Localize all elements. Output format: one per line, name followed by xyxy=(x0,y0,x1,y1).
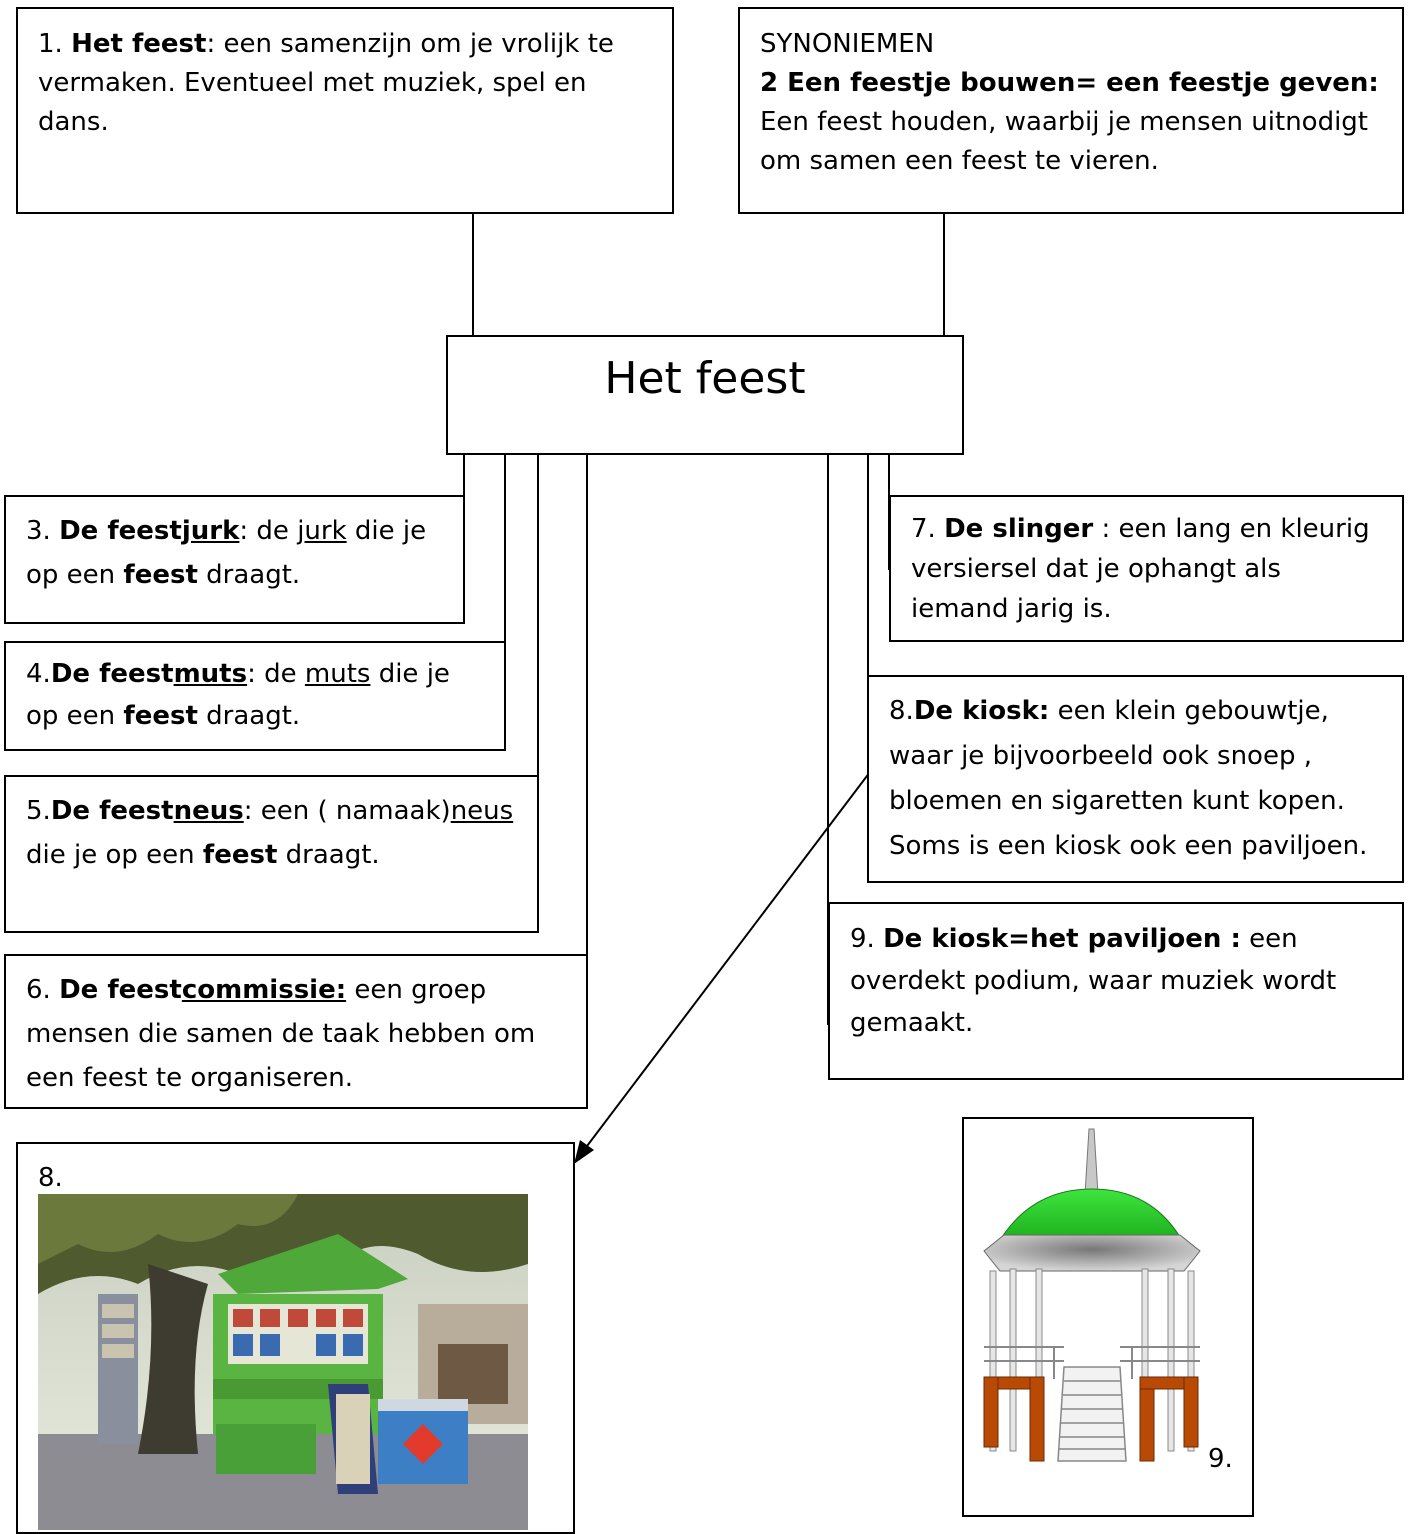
term-part: De feest xyxy=(59,516,182,546)
kiosk-photo xyxy=(38,1194,528,1530)
synonyms-heading: SYNONIEMEN xyxy=(760,29,935,59)
term: 2 Een feestje bouwen= een feestje geven: xyxy=(760,68,1379,98)
definition: neus xyxy=(450,796,514,826)
term: De kiosk=het paviljoen : xyxy=(883,924,1241,954)
definition-text-1: 1. Het feest: een samenzijn om je vrolij… xyxy=(38,25,652,142)
definition-text-5: 5.De feestneus: een ( namaak)neus die je… xyxy=(26,789,517,877)
definition: die je op een xyxy=(26,659,450,731)
definition: : de xyxy=(247,659,305,689)
synonyms-box-2: SYNONIEMEN 2 Een feestje bouwen= een fee… xyxy=(738,7,1404,214)
definition: : een lang en kleurig versiersel dat je … xyxy=(911,514,1370,624)
definition-text-2: 2 Een feestje bouwen= een feestje geven:… xyxy=(760,64,1382,181)
term: De feestmuts xyxy=(51,659,247,689)
definition: feest xyxy=(123,560,198,590)
definition: : de xyxy=(239,516,298,546)
box-number: 4. xyxy=(26,659,51,689)
term: De kiosk: xyxy=(913,696,1050,726)
definition: draagt. xyxy=(197,701,301,731)
definition-box-4: 4.De feestmuts: de muts die je op een fe… xyxy=(4,641,506,751)
center-topic-box: Het feest xyxy=(446,335,964,455)
definition: Een feest houden, waarbij je mensen uitn… xyxy=(760,107,1369,176)
definition: die je op een xyxy=(26,840,203,870)
definition: : een samenzijn om je vrolijk te vermake… xyxy=(38,29,614,137)
term: De feestjurk xyxy=(59,516,239,546)
definition-box-1: 1. Het feest: een samenzijn om je vrolij… xyxy=(16,7,674,214)
term-part: jurk xyxy=(181,516,240,546)
box-number: 9. xyxy=(850,924,884,954)
term-part: De feest xyxy=(50,796,174,826)
definition: een overdekt podium, waar muziek wordt g… xyxy=(850,924,1337,1038)
term-part: muts xyxy=(173,659,248,689)
definition-box-7: 7. De slinger : een lang en kleurig vers… xyxy=(889,495,1404,642)
term-part: commissie: xyxy=(181,975,347,1005)
definition-text-9: 9. De kiosk=het paviljoen : een overdekt… xyxy=(850,918,1382,1044)
box-number: 6. xyxy=(26,975,60,1005)
definition-box-9: 9. De kiosk=het paviljoen : een overdekt… xyxy=(828,902,1404,1080)
term: De feestneus xyxy=(51,796,244,826)
box-number: 1. xyxy=(38,29,63,59)
pavilion-illustration-box: 9. xyxy=(962,1117,1254,1517)
term: Het feest xyxy=(71,29,207,59)
term-part: De feest xyxy=(59,975,182,1005)
box-number: 7. xyxy=(911,514,945,544)
definition-box-5: 5.De feestneus: een ( namaak)neus die je… xyxy=(4,775,539,933)
box-number: 8. xyxy=(889,696,914,726)
definition: jurk xyxy=(297,516,347,546)
definition-text-4: 4.De feestmuts: de muts die je op een fe… xyxy=(26,653,484,737)
term-part: neus xyxy=(173,796,244,826)
definition-box-6: 6. De feestcommissie: een groep mensen d… xyxy=(4,954,588,1109)
definition: muts xyxy=(304,659,371,689)
definition: : een ( namaak) xyxy=(243,796,451,826)
definition: die je op een xyxy=(26,516,427,590)
pavilion-illustration xyxy=(983,1128,1201,1462)
definition-text-8: 8.De kiosk: een klein gebouwtje, waar je… xyxy=(889,689,1382,869)
definition-text-6: 6. De feestcommissie: een groep mensen d… xyxy=(26,968,566,1100)
definition: feest xyxy=(123,701,198,731)
term: De slinger xyxy=(944,514,1094,544)
term-part: De feest xyxy=(50,659,174,689)
term: De feestcommissie: xyxy=(59,975,346,1005)
pavilion-label: 9. xyxy=(1208,1444,1233,1474)
definition-text-3: 3. De feestjurk: de jurk die je op een f… xyxy=(26,509,443,597)
definition-box-8: 8.De kiosk: een klein gebouwtje, waar je… xyxy=(867,675,1404,883)
definition-box-3: 3. De feestjurk: de jurk die je op een f… xyxy=(4,495,465,624)
center-title: Het feest xyxy=(604,353,806,404)
box-number: 3. xyxy=(26,516,60,546)
definition: feest xyxy=(202,840,278,870)
kiosk-photo-box: 8. xyxy=(16,1142,575,1534)
box-number: 5. xyxy=(26,796,51,826)
definition-text-7: 7. De slinger : een lang en kleurig vers… xyxy=(911,509,1382,629)
definition: draagt. xyxy=(197,560,301,590)
definition: draagt. xyxy=(277,840,380,870)
definition: een groep mensen die samen de taak hebbe… xyxy=(26,975,536,1093)
definition: een klein gebouwtje, waar je bijvoorbeel… xyxy=(889,696,1368,861)
photo-label: 8. xyxy=(38,1163,63,1193)
